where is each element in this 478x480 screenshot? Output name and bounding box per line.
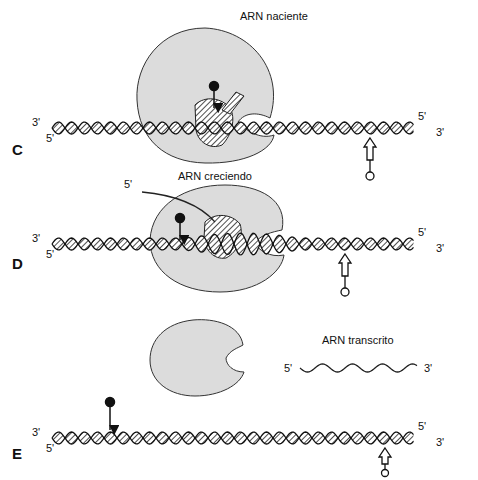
nascent-rna	[222, 92, 244, 114]
rna-label: ARN transcrito	[322, 334, 394, 346]
strand-end: 5'	[418, 226, 426, 238]
dna-strand	[52, 432, 414, 444]
strand-end: 3'	[436, 436, 444, 448]
strand-end: 5'	[418, 110, 426, 122]
strand-end: 5'	[46, 442, 54, 454]
dna-strand	[52, 122, 414, 134]
strand-end: 3'	[32, 426, 40, 438]
strand-end: 5'	[284, 362, 292, 374]
strand-end: 5'	[46, 132, 54, 144]
stop-marker	[106, 398, 115, 431]
polymerase	[137, 28, 274, 163]
panel-letter: C	[12, 142, 23, 159]
polymerase	[150, 320, 244, 396]
dna-strand	[52, 432, 414, 444]
start-marker	[339, 254, 351, 296]
dna-strand	[52, 233, 414, 255]
dna-hatch	[52, 233, 414, 255]
dna-helix	[52, 233, 414, 255]
start-marker	[364, 138, 376, 180]
strand-end: 3'	[424, 362, 432, 374]
dna-hatch	[52, 432, 414, 444]
strand-end: 3'	[436, 242, 444, 254]
strand-end: 5'	[46, 248, 54, 260]
panel-letter: D	[12, 256, 23, 273]
dna-helix	[52, 122, 414, 134]
strand-end: 3'	[436, 126, 444, 138]
dna-hatch	[52, 122, 414, 134]
strand-end: 3'	[32, 116, 40, 128]
strand-end: 3'	[32, 232, 40, 244]
transcribed-rna	[300, 364, 417, 372]
rna-label: ARN creciendo	[178, 170, 252, 182]
start-marker	[379, 448, 391, 477]
enzyme-grip	[204, 215, 241, 258]
rna-label: ARN naciente	[240, 10, 308, 22]
dna-strand	[52, 122, 414, 134]
dna-helix	[52, 432, 414, 444]
stop-marker	[176, 214, 185, 241]
growing-rna	[142, 192, 215, 222]
strand-end: 5'	[124, 178, 132, 190]
panel-letter: E	[12, 446, 22, 463]
stop-marker	[210, 82, 219, 109]
strand-end: 5'	[418, 420, 426, 432]
dna-strand	[52, 233, 414, 255]
